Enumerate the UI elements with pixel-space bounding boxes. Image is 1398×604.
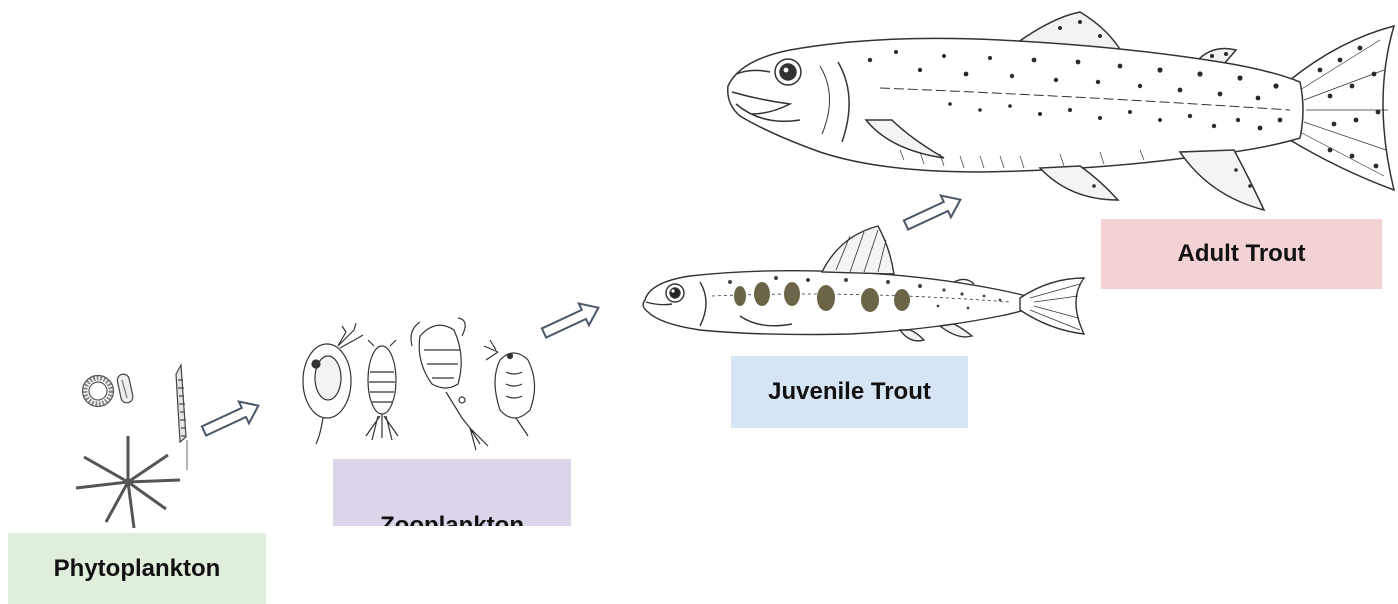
flow-arrow-1 <box>199 395 264 442</box>
juvenile-trout-label-text: Juvenile Trout <box>768 378 931 406</box>
adult-trout-illustration <box>728 12 1394 210</box>
adult-trout-label-text: Adult Trout <box>1178 240 1306 268</box>
phytoplankton-label-text: Phytoplankton <box>54 555 221 583</box>
juvenile-trout-tail <box>1020 278 1084 334</box>
ring-diatom-icon <box>83 376 114 407</box>
zooplankton-illustration <box>303 318 535 450</box>
chain-diatom-icon <box>176 365 187 470</box>
adult-trout-tail <box>1290 26 1394 190</box>
pill-diatom-icon <box>116 373 134 404</box>
zooplankton-label-text: Zooplankton <box>380 512 524 526</box>
star-colony-icon <box>76 436 180 528</box>
daphnia-icon <box>303 323 363 444</box>
zooplankton-label: Zooplankton <box>333 459 571 526</box>
copepod-icon <box>366 340 398 440</box>
phytoplankton-label: Phytoplankton <box>8 533 266 604</box>
juvenile-trout-label: Juvenile Trout <box>731 356 968 428</box>
flow-arrow-3 <box>901 189 966 236</box>
rotifer-icon <box>484 340 535 436</box>
phytoplankton-illustration <box>76 365 187 528</box>
juvenile-trout-illustration <box>643 226 1084 341</box>
juvenile-trout-body <box>643 271 1044 335</box>
adult-trout-label: Adult Trout <box>1101 219 1382 289</box>
cyclops-copepod-icon <box>411 318 488 450</box>
flow-arrow-2 <box>539 297 604 344</box>
